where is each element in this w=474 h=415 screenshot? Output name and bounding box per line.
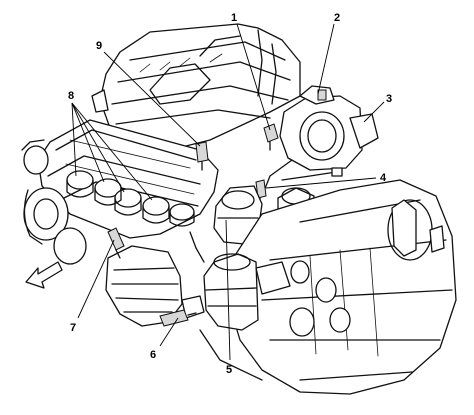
callout-9: 9 <box>96 40 102 52</box>
exhaust-manifold <box>105 245 205 327</box>
front-direction-arrow-icon <box>25 261 63 289</box>
callout-2: 2 <box>334 12 340 24</box>
callout-8: 8 <box>68 90 74 102</box>
sensor-9 <box>195 141 209 171</box>
starter-motor <box>203 253 351 337</box>
front-accessories <box>21 139 87 265</box>
transaxle <box>227 179 457 395</box>
callout-6: 6 <box>150 349 156 361</box>
callout-5: 5 <box>226 364 232 376</box>
intake-manifold <box>91 23 301 151</box>
oxygen-sensor-6 <box>159 309 197 327</box>
callout-leaders <box>71 23 385 361</box>
sensor-4 <box>255 167 343 209</box>
callout-7: 7 <box>70 322 76 334</box>
ignition-coils <box>66 170 195 227</box>
oil-pan <box>189 231 263 381</box>
throttle-body <box>261 85 379 197</box>
spark-plug-7 <box>107 227 125 259</box>
callout-4: 4 <box>380 172 387 184</box>
sensor-1 <box>263 123 279 151</box>
callout-3: 3 <box>386 93 392 105</box>
callout-1: 1 <box>231 12 237 24</box>
